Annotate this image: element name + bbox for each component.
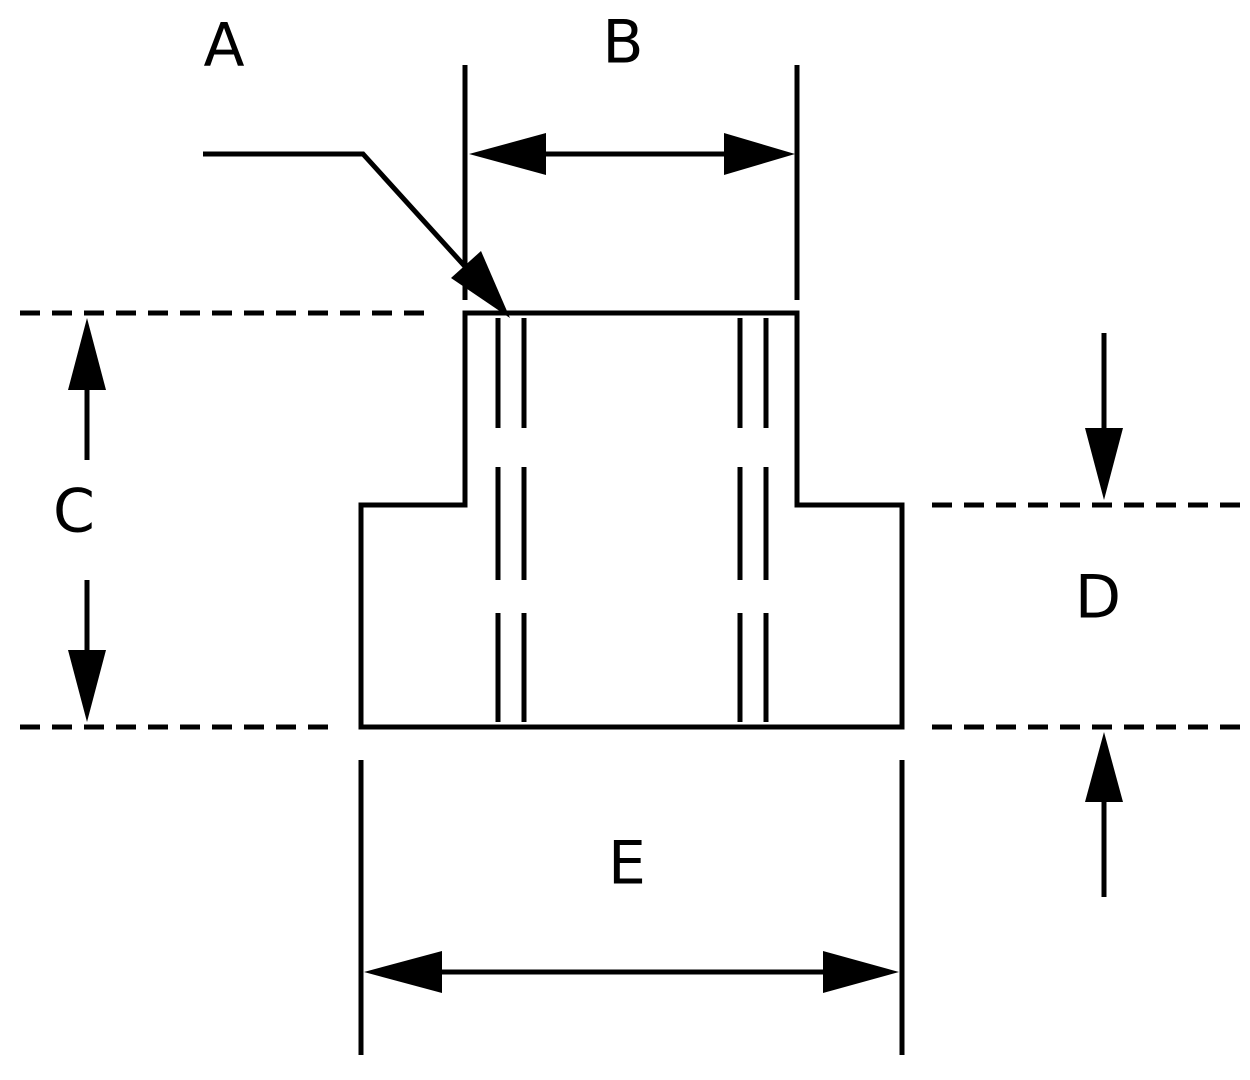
arrowhead-e-right <box>823 951 899 993</box>
label-d: D <box>1075 563 1121 633</box>
arrowhead-a <box>451 251 510 318</box>
label-e: E <box>608 829 646 899</box>
arrowhead-d-down <box>1085 428 1123 500</box>
dimension-b <box>462 65 800 300</box>
dimension-c <box>20 310 430 730</box>
arrowhead-e-left <box>364 951 442 993</box>
hidden-lines-left <box>495 318 527 722</box>
leader-a <box>203 151 510 318</box>
dimension-e <box>358 760 905 1055</box>
arrowhead-d-up <box>1085 732 1123 802</box>
label-b: B <box>602 8 643 78</box>
part-outline <box>358 310 905 730</box>
arrowhead-b-left <box>469 133 546 175</box>
arrowhead-b-right <box>724 133 795 175</box>
arrowhead-c-down <box>68 650 106 722</box>
label-c: C <box>53 477 95 547</box>
hidden-lines-right <box>737 318 769 722</box>
dimension-d <box>932 333 1245 897</box>
label-a: A <box>203 11 244 81</box>
arrowhead-c-up <box>68 318 106 390</box>
